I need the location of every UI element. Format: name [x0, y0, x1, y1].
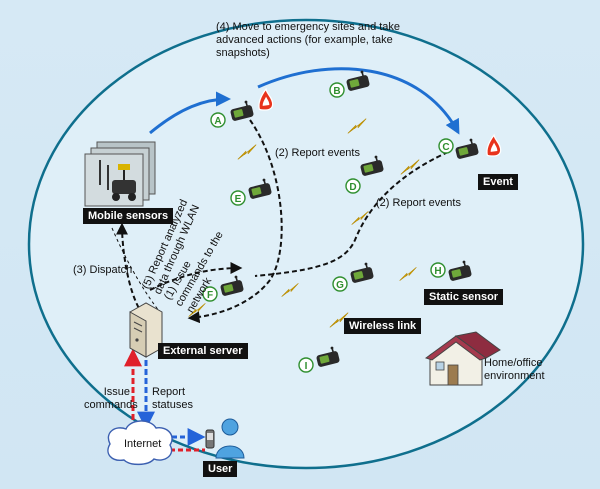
node-letters: A B C D E F G H I — [202, 82, 454, 373]
wireless-link-box: Wireless link — [344, 318, 422, 334]
step2a-label: (2) Report events — [275, 147, 360, 159]
node-label-h: H — [434, 266, 441, 277]
static-sensor-box: Static sensor — [424, 289, 504, 305]
home-office-icon — [424, 331, 501, 386]
mobile-sensors-image — [84, 141, 156, 207]
dispatch-path — [116, 222, 141, 311]
home-office-label: Home/office environment — [484, 357, 545, 382]
node-label-b: B — [333, 86, 340, 97]
issue-commands-path — [149, 262, 243, 291]
event-box: Event — [478, 174, 518, 190]
node-label-a: A — [214, 116, 221, 127]
internet-label: Internet — [124, 438, 162, 450]
report-analyzed-path — [111, 227, 161, 313]
user-box: User — [203, 461, 238, 477]
node-label-f: F — [207, 290, 213, 301]
issue-commands-label: Issue commands — [84, 386, 138, 411]
mobile-sensors-box: Mobile sensors — [83, 208, 174, 224]
node-label-d: D — [349, 182, 356, 193]
node-label-c: C — [442, 142, 449, 153]
report-events-path-right — [254, 151, 449, 277]
step2b-label: (2) Report events — [376, 197, 461, 209]
node-label-e: E — [235, 194, 242, 205]
node-label-i: I — [305, 361, 308, 372]
step4-label: (4) Move to emergency sites and take adv… — [216, 21, 401, 59]
report-events-path-left — [187, 119, 283, 324]
external-server-icon — [129, 302, 163, 358]
step3-label: (3) Dispatch — [73, 264, 133, 276]
user-icon — [205, 418, 245, 459]
report-statuses-label: Report statuses — [152, 386, 193, 411]
move-arrow-left — [149, 91, 231, 135]
external-server-box: External server — [158, 343, 248, 359]
node-label-g: G — [336, 280, 344, 291]
move-arrow-top — [257, 67, 460, 135]
internet-cloud-icon — [107, 420, 173, 466]
